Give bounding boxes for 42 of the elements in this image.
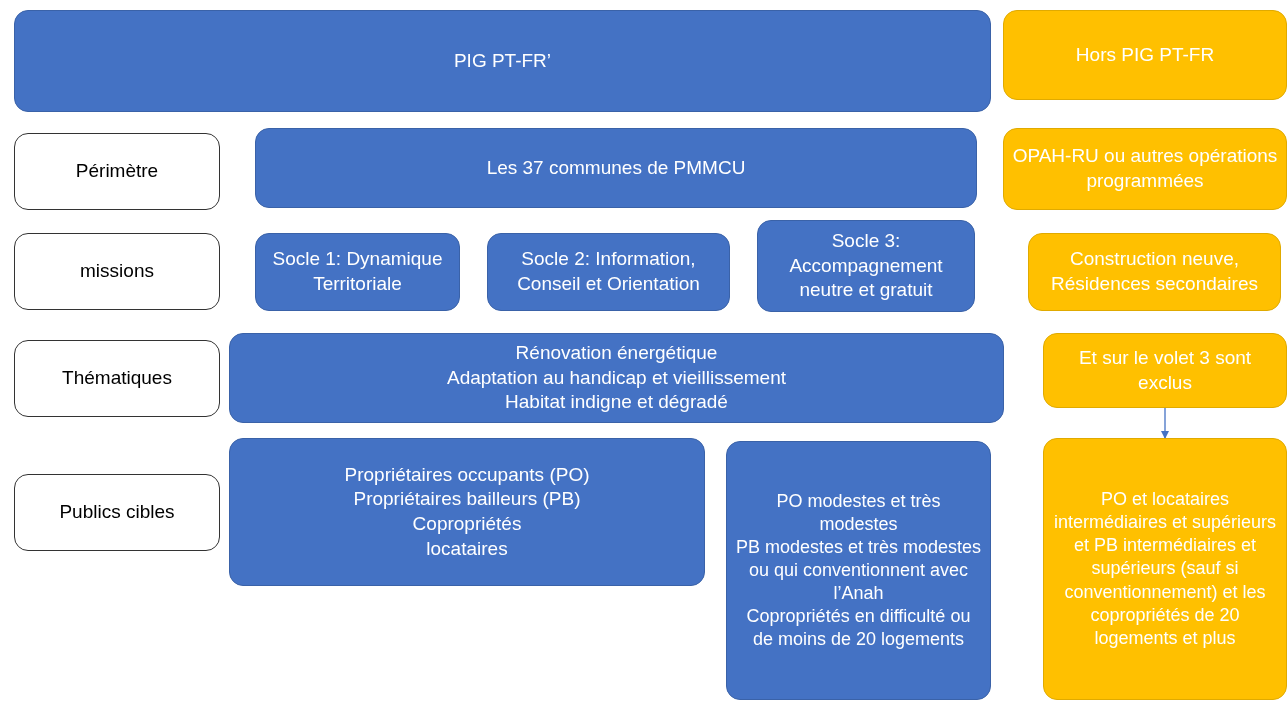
box-text: PB modestes et très modestes ou qui conventionnent avec l’Anah (735, 535, 982, 605)
box-text: Adaptation au handicap et vieillissement (446, 365, 787, 390)
row-header-box (14, 233, 220, 310)
box-text: PIG PT-FR’ (453, 48, 552, 73)
row-header-box (14, 474, 220, 551)
category-box (487, 233, 730, 311)
box-text: Copropriétés en difficulté ou de moins de 20 logements (745, 605, 972, 652)
box-text: PO modestes et très modestes (775, 489, 942, 536)
box-text: Habitat indigne et dégradé (505, 390, 728, 415)
box-text: Rénovation énergétique (515, 340, 718, 365)
box-text: Thématiques (62, 366, 172, 391)
row-header-box (14, 133, 220, 210)
category-box (255, 233, 460, 311)
category-box (229, 333, 1004, 423)
category-box (1003, 128, 1287, 210)
box-text: Socle 2: Information, Conseil et Orientation (516, 247, 701, 296)
box-text: Construction neuve, Résidences secondaires (1050, 247, 1259, 296)
box-text: Hors PIG PT-FR (1075, 42, 1215, 67)
box-text: Les 37 communes de PMMCU (486, 155, 746, 180)
box-text: Socle 1: Dynamique Territoriale (271, 247, 444, 296)
box-text: missions (80, 259, 154, 284)
category-box (14, 10, 991, 112)
box-text: Socle 3: Accompagnement neutre et gratuit (788, 228, 944, 303)
category-box (255, 128, 977, 208)
category-box (757, 220, 975, 312)
category-box (726, 441, 991, 700)
arrow (1161, 407, 1169, 439)
category-box (1043, 438, 1287, 700)
row-header-box (14, 340, 220, 417)
box-text: Copropriétés (412, 512, 522, 536)
box-text: Propriétaires occupants (PO) (344, 462, 590, 487)
category-box (229, 438, 705, 586)
box-text: Périmètre (75, 159, 159, 184)
category-box (1043, 333, 1287, 408)
box-text: Et sur le volet 3 sont exclus (1077, 345, 1253, 395)
box-text: Publics cibles (59, 500, 175, 525)
box-text: OPAH-RU ou autres opérations programmées (1012, 144, 1278, 193)
box-text: Propriétaires bailleurs (PB) (353, 487, 581, 512)
category-box (1003, 10, 1287, 100)
box-text: PO et locataires intermédiaires et supérieurs et PB intermédiaires et supérieurs (sauf si conventionnement) et les copropriétés de 20 logements et plus (1052, 488, 1278, 650)
box-text: locataires (426, 536, 508, 561)
category-box (1028, 233, 1281, 311)
